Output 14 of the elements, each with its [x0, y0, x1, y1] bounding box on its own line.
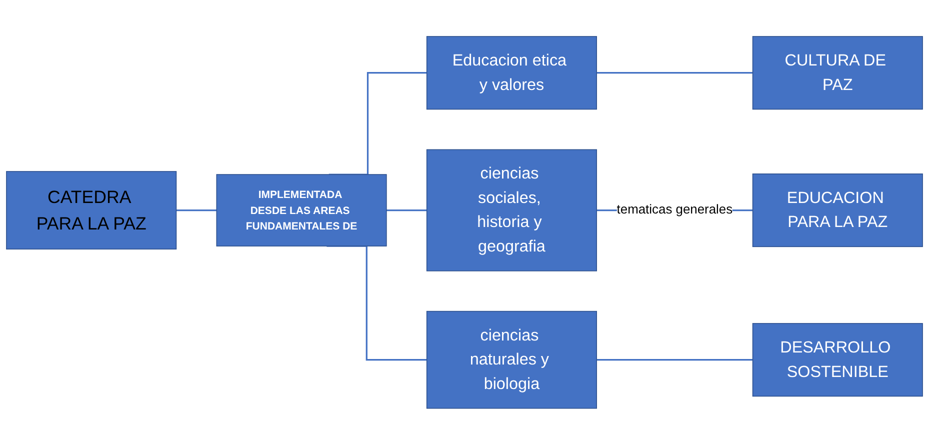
node-box: CATEDRA PARA LA PAZ: [6, 170, 177, 250]
node-box: CULTURA DE PAZ: [752, 36, 923, 110]
connector: [326, 244, 427, 360]
connector: [386, 209, 427, 211]
node-box: ciencias sociales, historia y geografia: [426, 148, 597, 271]
edge-label: tematicas generales: [616, 202, 733, 216]
node-box: ciencias naturales y biologia: [426, 310, 597, 408]
node-box: Educacion etica y valores: [426, 36, 597, 110]
connector: [596, 72, 753, 74]
connector: [176, 209, 217, 211]
connector: [596, 358, 753, 360]
node-box: DESARROLLO SOSTENIBLE: [752, 322, 923, 396]
node-box: EDUCACION PARA LA PAZ: [752, 173, 923, 247]
node-box: IMPLEMENTADA DESDE LAS AREAS FUNDAMENTALES DE: [216, 174, 387, 246]
